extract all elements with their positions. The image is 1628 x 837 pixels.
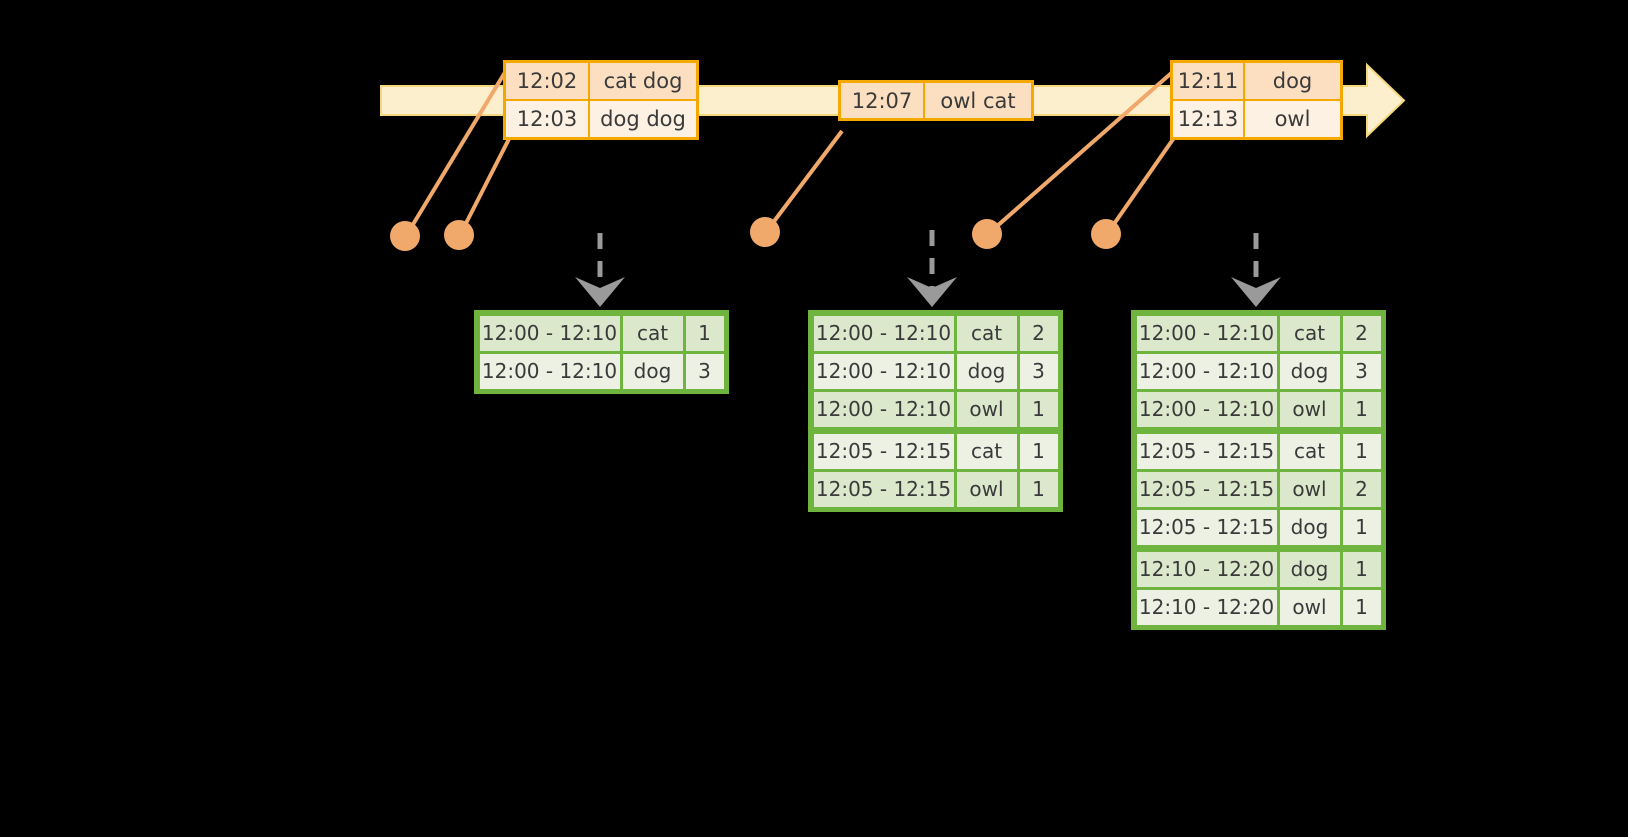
event-time: 12:11 xyxy=(1173,63,1245,99)
window-cell: 12:00 - 12:10 xyxy=(813,315,954,351)
window-cell: 12:05 - 12:15 xyxy=(1136,509,1277,545)
count-cell: 2 xyxy=(1019,315,1058,351)
window-cell: 12:05 - 12:15 xyxy=(813,433,954,469)
event-time: 12:02 xyxy=(506,63,590,99)
event-row: 12:13 owl xyxy=(1173,99,1340,137)
window-cell: 12:00 - 12:10 xyxy=(813,391,954,427)
count-cell: 2 xyxy=(1342,315,1381,351)
leader-line-12-07 xyxy=(764,129,844,234)
count-cell: 3 xyxy=(1019,353,1058,389)
window-cell: 12:10 - 12:20 xyxy=(1136,589,1277,625)
event-words: dog dog xyxy=(590,101,696,137)
window-cell: 12:00 - 12:10 xyxy=(813,353,954,389)
window-group-separator xyxy=(1135,546,1382,550)
count-cell: 1 xyxy=(1019,471,1058,507)
event-dot-12-03 xyxy=(444,220,474,250)
event-group-3: 12:11 dog 12:13 owl xyxy=(1170,60,1343,140)
event-time: 12:13 xyxy=(1173,101,1245,137)
count-cell: 1 xyxy=(1342,589,1381,625)
word-cell: owl xyxy=(1279,589,1340,625)
window-cell: 12:00 - 12:10 xyxy=(1136,353,1277,389)
event-group-1: 12:02 cat dog 12:03 dog dog xyxy=(503,60,699,140)
word-cell: dog xyxy=(1279,509,1340,545)
word-cell: dog xyxy=(956,353,1017,389)
count-cell: 3 xyxy=(1342,353,1381,389)
window-group-separator xyxy=(812,428,1059,432)
window-cell: 12:00 - 12:10 xyxy=(479,353,620,389)
count-cell: 1 xyxy=(1019,433,1058,469)
word-cell: owl xyxy=(1279,471,1340,507)
word-cell: dog xyxy=(1279,353,1340,389)
event-dot-12-07 xyxy=(750,217,780,247)
word-cell: cat xyxy=(622,315,683,351)
leader-line-12-11 xyxy=(986,67,1178,236)
word-cell: owl xyxy=(956,391,1017,427)
window-cell: 12:05 - 12:15 xyxy=(1136,433,1277,469)
leader-line-12-03 xyxy=(458,132,514,236)
count-cell: 1 xyxy=(1342,509,1381,545)
word-cell: cat xyxy=(956,315,1017,351)
event-words: dog xyxy=(1245,63,1340,99)
word-cell: owl xyxy=(1279,391,1340,427)
event-dot-12-02 xyxy=(390,221,420,251)
event-dots xyxy=(390,217,1121,251)
leader-line-12-02 xyxy=(404,67,509,238)
window-cell: 12:00 - 12:10 xyxy=(1136,315,1277,351)
event-row: 12:03 dog dog xyxy=(506,99,696,137)
window-cell: 12:05 - 12:15 xyxy=(1136,471,1277,507)
word-cell: owl xyxy=(956,471,1017,507)
count-cell: 3 xyxy=(685,353,724,389)
window-cell: 12:10 - 12:20 xyxy=(1136,551,1277,587)
event-time: 12:07 xyxy=(841,83,925,118)
count-cell: 1 xyxy=(685,315,724,351)
window-cell: 12:00 - 12:10 xyxy=(479,315,620,351)
event-dot-12-11 xyxy=(972,219,1002,249)
dashed-arrows xyxy=(575,230,1281,307)
event-row: 12:07 owl cat xyxy=(841,83,1031,118)
count-cell: 1 xyxy=(1019,391,1058,427)
word-cell: cat xyxy=(956,433,1017,469)
count-cell: 1 xyxy=(1342,391,1381,427)
word-cell: cat xyxy=(1279,315,1340,351)
count-cell: 1 xyxy=(1342,551,1381,587)
event-row: 12:02 cat dog xyxy=(506,63,696,99)
event-words: owl cat xyxy=(925,83,1031,118)
count-cell: 2 xyxy=(1342,471,1381,507)
window-cell: 12:05 - 12:15 xyxy=(813,471,954,507)
word-cell: dog xyxy=(1279,551,1340,587)
window-cell: 12:00 - 12:10 xyxy=(1136,391,1277,427)
leader-line-12-13 xyxy=(1105,133,1178,236)
event-words: owl xyxy=(1245,101,1340,137)
window-group-separator xyxy=(1135,428,1382,432)
event-group-2: 12:07 owl cat xyxy=(838,80,1034,121)
event-row: 12:11 dog xyxy=(1173,63,1340,99)
word-cell: cat xyxy=(1279,433,1340,469)
count-cell: 1 xyxy=(1342,433,1381,469)
event-dot-12-13 xyxy=(1091,219,1121,249)
leader-lines xyxy=(404,67,1178,238)
word-cell: dog xyxy=(622,353,683,389)
event-time: 12:03 xyxy=(506,101,590,137)
event-words: cat dog xyxy=(590,63,696,99)
